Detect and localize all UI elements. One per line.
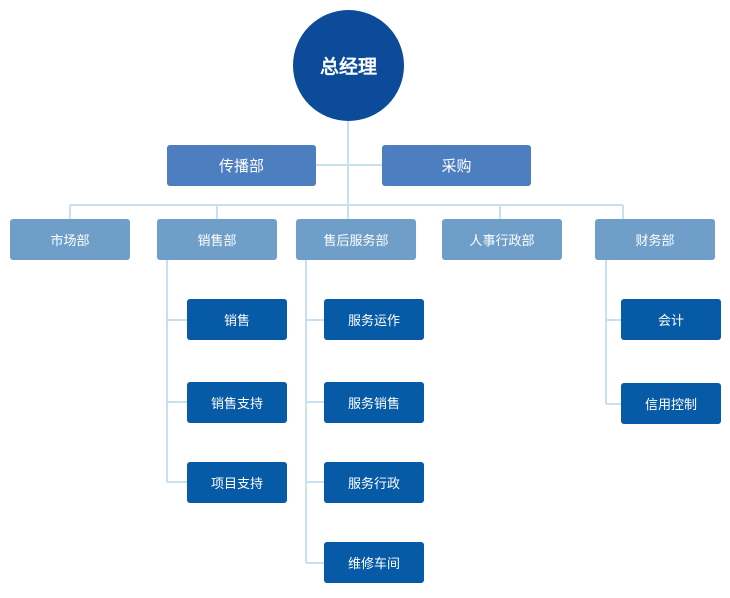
ceo-node: 总经理 xyxy=(293,10,404,121)
dept-node-sales: 销售部 xyxy=(157,219,277,260)
dept-node-marketing: 市场部 xyxy=(10,219,130,260)
sub-node-accounting: 会计 xyxy=(621,299,721,340)
sub-node-project-support: 项目支持 xyxy=(187,462,287,503)
dept-label: 市场部 xyxy=(50,234,90,249)
sub-label: 维修车间 xyxy=(347,557,400,572)
sub-label: 销售支持 xyxy=(210,397,263,412)
dept-label: 售后服务部 xyxy=(323,234,389,249)
dept-label: 财务部 xyxy=(635,234,675,249)
sub-node-credit-control: 信用控制 xyxy=(621,383,721,424)
sub-label: 服务运作 xyxy=(347,314,400,329)
dept-label: 人事行政部 xyxy=(469,234,535,249)
dept-node-hr-admin: 人事行政部 xyxy=(442,219,562,260)
sub-node-sales: 销售 xyxy=(187,299,287,340)
sub-node-service-sales: 服务销售 xyxy=(324,382,424,423)
staff-node-communication: 传播部 xyxy=(167,145,316,186)
sub-label: 服务销售 xyxy=(347,397,400,412)
staff-node-procurement: 采购 xyxy=(382,145,531,186)
sub-node-service-operations: 服务运作 xyxy=(324,299,424,340)
sub-label: 项目支持 xyxy=(210,477,263,492)
sub-node-repair-workshop: 维修车间 xyxy=(324,542,424,583)
sub-node-service-admin: 服务行政 xyxy=(324,462,424,503)
sub-label: 销售 xyxy=(223,314,250,329)
dept-label: 销售部 xyxy=(197,234,237,249)
staff-label: 采购 xyxy=(441,157,472,175)
sub-label: 会计 xyxy=(657,314,684,329)
dept-node-finance: 财务部 xyxy=(595,219,715,260)
staff-label: 传播部 xyxy=(218,157,264,175)
sub-label: 信用控制 xyxy=(644,398,697,413)
dept-node-after-sales: 售后服务部 xyxy=(296,219,416,260)
sub-node-sales-support: 销售支持 xyxy=(187,382,287,423)
sub-label: 服务行政 xyxy=(347,477,400,492)
ceo-label: 总经理 xyxy=(319,56,377,78)
